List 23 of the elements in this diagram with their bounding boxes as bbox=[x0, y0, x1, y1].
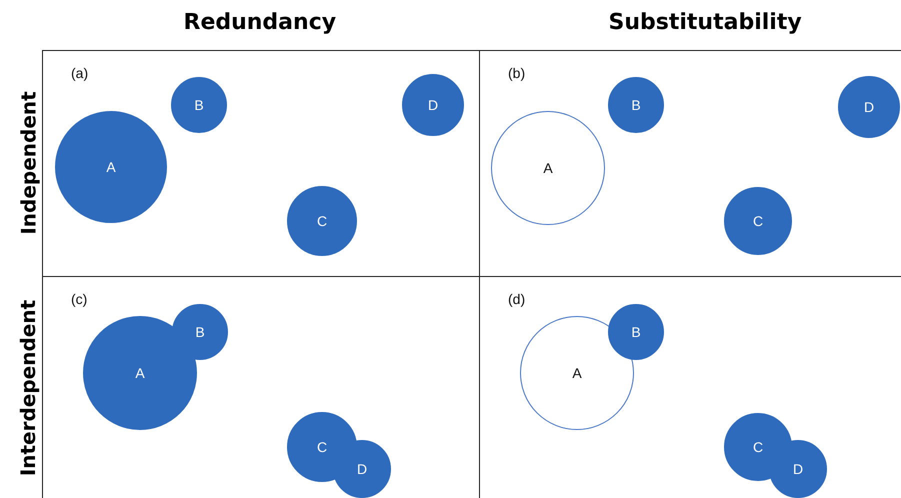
circle-node: A bbox=[83, 316, 197, 430]
hollow-circle: A bbox=[491, 111, 605, 225]
circle-node: D bbox=[769, 440, 827, 498]
circle-node: C bbox=[287, 186, 357, 256]
panel-label: (d) bbox=[508, 291, 526, 307]
row-heading: Interdependent bbox=[16, 300, 40, 476]
circle-node: A bbox=[55, 111, 167, 223]
column-heading: Substitutability bbox=[608, 10, 802, 36]
panel-label: (b) bbox=[508, 65, 526, 81]
circle-node: D bbox=[333, 440, 391, 498]
circle-node: B bbox=[608, 304, 664, 360]
hollow-circle: A bbox=[520, 316, 634, 430]
circle-node: D bbox=[838, 76, 900, 138]
panel bbox=[42, 50, 480, 277]
panel-label: (c) bbox=[71, 291, 88, 307]
row-heading: Independent bbox=[16, 91, 40, 235]
circle-node: D bbox=[402, 74, 464, 136]
circle-node: B bbox=[172, 304, 228, 360]
circle-node: B bbox=[608, 77, 664, 133]
panel-label: (a) bbox=[71, 65, 88, 81]
circle-node: B bbox=[171, 77, 227, 133]
circle-node: C bbox=[724, 187, 792, 255]
column-heading: Redundancy bbox=[184, 10, 336, 36]
